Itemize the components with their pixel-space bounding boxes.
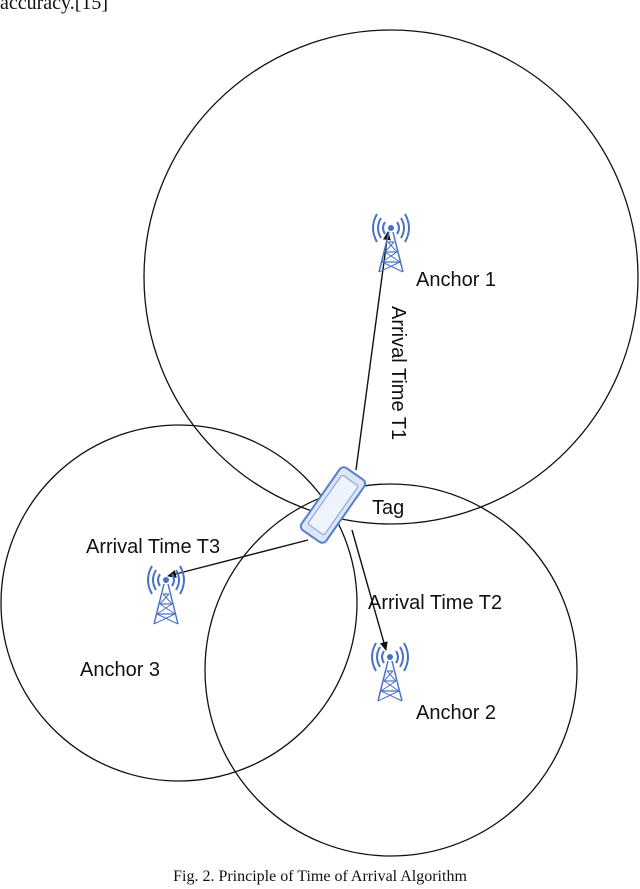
arrival-time-t1-label: Arrival Time T1 (387, 306, 409, 440)
arrow-t1 (355, 231, 391, 471)
arrow-t2 (351, 529, 388, 651)
anchor2-antenna-tower-icon (371, 642, 409, 702)
anchor3-antenna-tower-icon (147, 565, 185, 625)
anchor2-label: Anchor 2 (416, 702, 496, 724)
figure-caption: Fig. 2. Principle of Time of Arrival Alg… (173, 868, 467, 885)
arrival-time-t3-label: Arrival Time T3 (86, 536, 220, 558)
mobile-tag-icon (299, 466, 367, 544)
anchor3-range-circle (0, 424, 358, 782)
anchor1-range-circle (143, 29, 639, 525)
anchor2-range-circle (204, 483, 578, 857)
tag-label: Tag (372, 497, 404, 519)
arrow-t3 (167, 539, 309, 578)
anchor1-antenna-tower-icon (372, 213, 410, 273)
anchor3-label: Anchor 3 (80, 659, 160, 681)
top-text-fragment: accuracy.[15] (0, 0, 109, 14)
arrival-time-t2-label: Arrival Time T2 (368, 592, 502, 614)
anchor1-label: Anchor 1 (416, 269, 496, 291)
